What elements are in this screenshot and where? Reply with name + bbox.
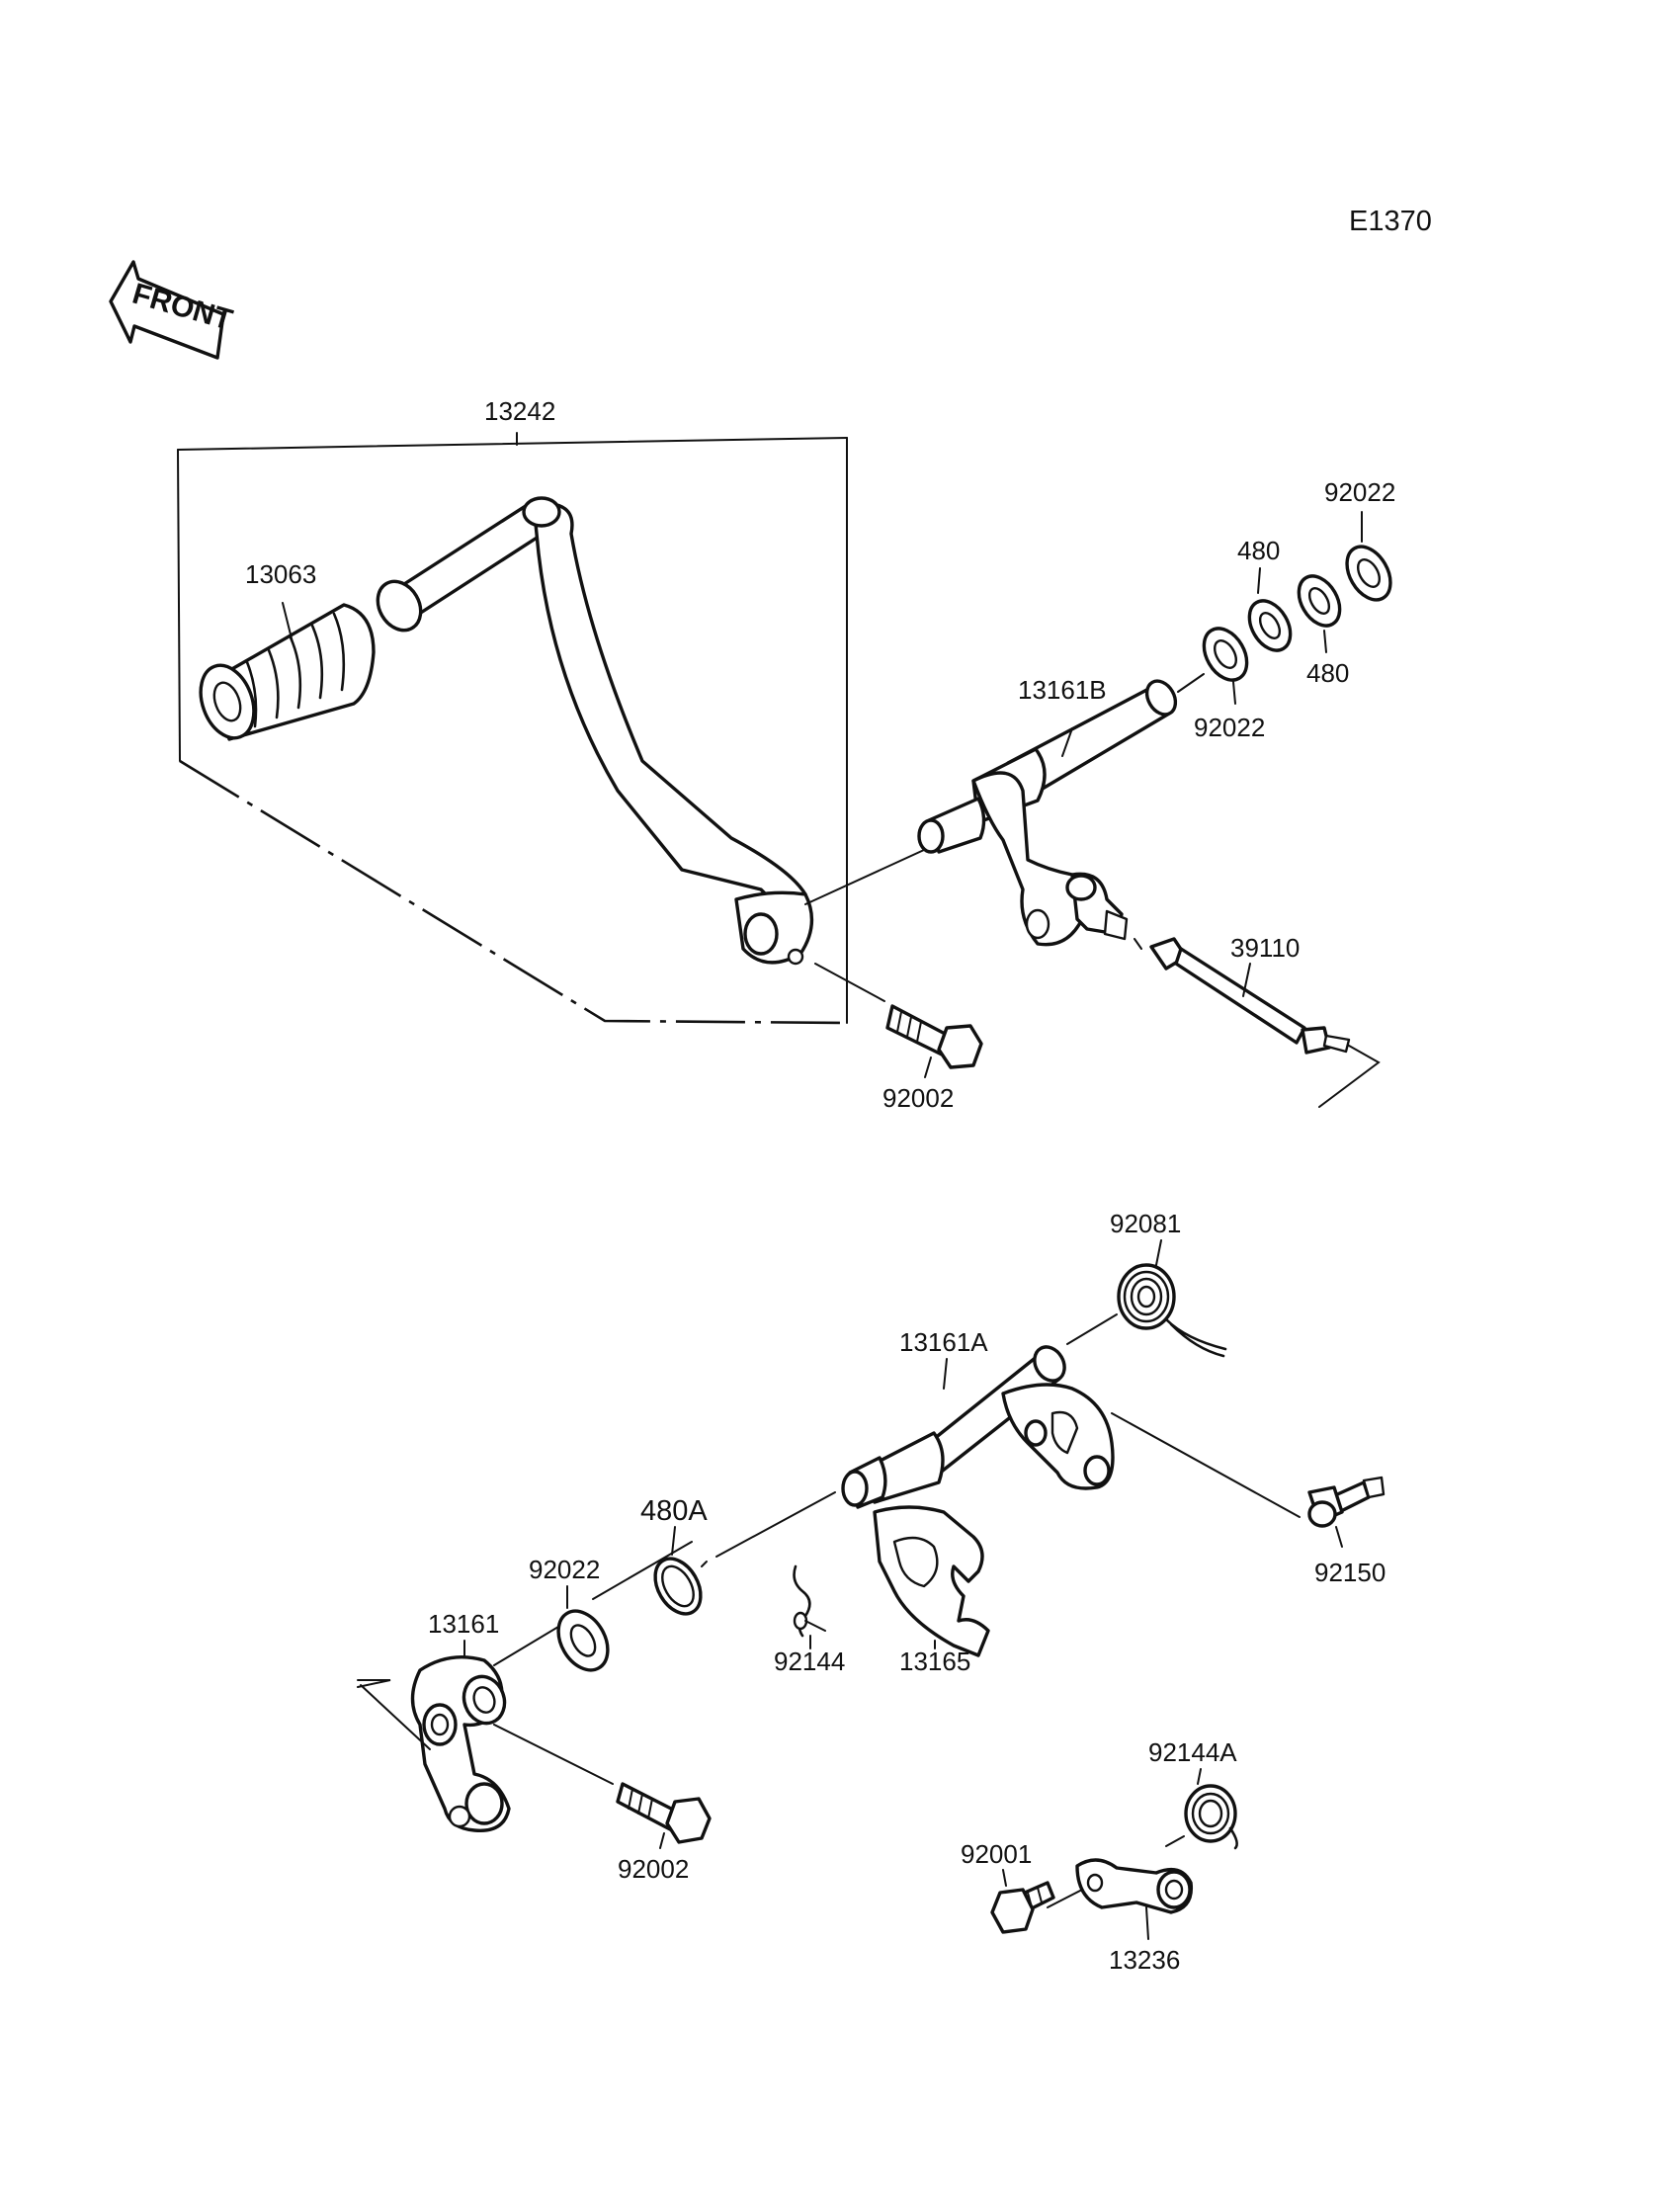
label-92144A: 92144A (1148, 1737, 1237, 1767)
bolt-92002-low (616, 1782, 712, 1844)
tie-rod-39110 (1149, 937, 1351, 1055)
footpeg-rubber (199, 603, 376, 741)
circlip-480A (653, 1557, 703, 1616)
washer-92022-mid (1202, 627, 1249, 682)
label-480A: 480A (640, 1495, 708, 1527)
circlip-480-a (1247, 599, 1293, 652)
label-92022-top: 92022 (1324, 477, 1395, 507)
label-92150: 92150 (1314, 1558, 1386, 1587)
shift-shaft-13161A (841, 1345, 1115, 1509)
front-arrow-icon: FRONT (109, 260, 236, 360)
plate-13165 (873, 1505, 990, 1657)
label-480-b: 480 (1306, 658, 1349, 688)
shift-arm-13161 (410, 1654, 511, 1833)
label-13063: 13063 (245, 559, 316, 589)
bolt-92001 (990, 1881, 1055, 1934)
label-92144: 92144 (774, 1647, 845, 1676)
label-13161A: 13161A (899, 1327, 988, 1357)
spring-92081 (1117, 1263, 1227, 1358)
label-92002-low: 92002 (618, 1854, 689, 1884)
label-92022-mid: 92022 (1194, 713, 1265, 742)
label-92022-low: 92022 (529, 1555, 600, 1584)
bracket-13242 (177, 432, 848, 1025)
bolt-92002-top (885, 1004, 983, 1069)
pin-92144 (793, 1564, 826, 1638)
label-92001: 92001 (961, 1839, 1032, 1869)
shift-lever (376, 496, 814, 966)
label-13165: 13165 (899, 1647, 970, 1676)
label-480-a: 480 (1237, 536, 1280, 565)
bolt-92150 (1307, 1476, 1386, 1528)
washer-92022-top (1345, 545, 1392, 602)
spring-92144A (1184, 1784, 1238, 1850)
label-39110: 39110 (1230, 933, 1300, 963)
diagram-code: E1370 (1349, 206, 1432, 237)
label-13242: 13242 (484, 396, 555, 426)
circlip-480-b (1297, 574, 1342, 628)
label-13161B: 13161B (1018, 675, 1107, 705)
label-13161: 13161 (428, 1609, 499, 1639)
label-92081: 92081 (1110, 1209, 1181, 1238)
washer-92022-low (556, 1609, 610, 1672)
lever-13236 (1075, 1858, 1194, 1914)
label-92002-top: 92002 (882, 1083, 954, 1113)
shift-shaft-13161B (917, 679, 1178, 947)
label-13236: 13236 (1109, 1945, 1180, 1975)
